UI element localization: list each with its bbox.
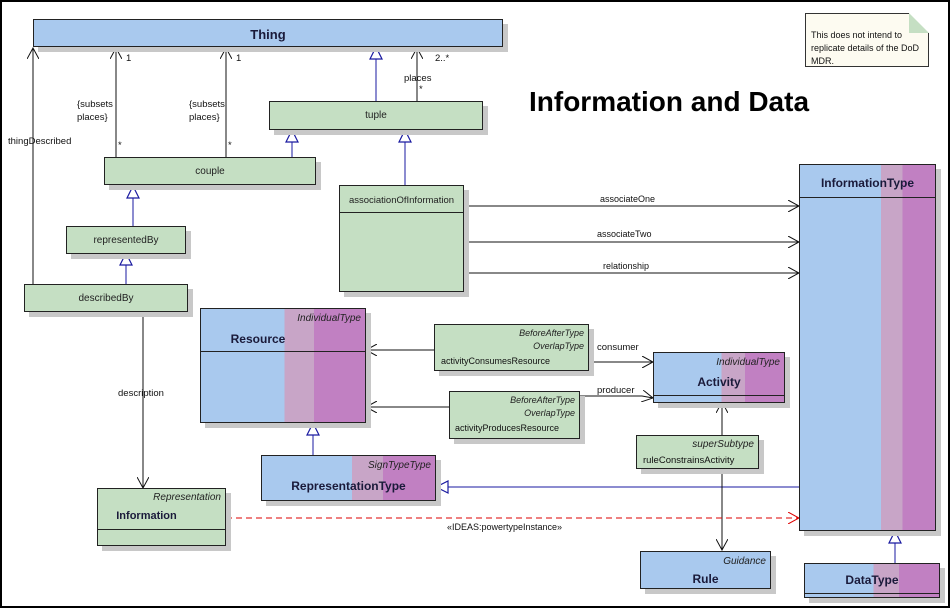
- class-resource[interactable]: IndividualType Resource: [200, 308, 366, 423]
- compartment-divider: [805, 593, 939, 594]
- note: This does not intend to replicate detail…: [805, 13, 929, 67]
- class-activity[interactable]: IndividualType Activity: [653, 352, 785, 403]
- label-associate-one: associateOne: [600, 194, 656, 204]
- compartment-divider: [201, 351, 365, 352]
- label-relationship: relationship: [603, 261, 650, 271]
- class-tuple[interactable]: tuple: [269, 101, 483, 130]
- label-mult-1b: 1: [236, 53, 242, 64]
- class-name: tuple: [365, 110, 387, 121]
- class-name: associationOfInformation: [348, 195, 455, 206]
- label-mult-2-many: 2..*: [435, 53, 450, 64]
- class-activity-produces-resource[interactable]: BeforeAfterType OverlapType activityProd…: [449, 391, 580, 439]
- note-text: This does not intend to replicate detail…: [811, 30, 920, 66]
- class-stereotype: IndividualType: [297, 313, 361, 324]
- label-thing-described: thingDescribed: [8, 136, 72, 147]
- class-activity-consumes-resource[interactable]: BeforeAfterType OverlapType activityCons…: [434, 324, 589, 371]
- label-associate-two: associateTwo: [597, 229, 652, 239]
- class-association-of-information[interactable]: associationOfInformation: [339, 185, 464, 292]
- label-powertype-instance: «IDEAS:powertypeInstance»: [447, 522, 563, 532]
- label-subsets-places-1: {subsets places}: [77, 99, 113, 123]
- class-name: ruleConstrainsActivity: [643, 455, 735, 466]
- label-subsets-places-2: {subsets places}: [189, 99, 225, 123]
- label-places-star: *: [419, 84, 423, 95]
- class-representation-type[interactable]: SignTypeType RepresentationType: [261, 455, 436, 501]
- class-represented-by[interactable]: representedBy: [66, 226, 186, 254]
- producer-line: [580, 396, 653, 398]
- compartment-divider: [654, 395, 784, 396]
- class-stereotype: Guidance: [723, 556, 766, 567]
- class-stereotype: BeforeAfterType: [510, 395, 575, 405]
- class-stereotype: OverlapType: [533, 341, 584, 351]
- class-name: Thing: [250, 27, 286, 42]
- class-name: InformationType: [820, 176, 915, 190]
- class-described-by[interactable]: describedBy: [24, 284, 188, 312]
- label-mult-star-b: *: [228, 140, 232, 151]
- class-information-type[interactable]: InformationType: [799, 164, 936, 531]
- class-rule[interactable]: Guidance Rule: [640, 551, 771, 589]
- label-consumer: consumer: [597, 342, 639, 353]
- label-mult-1a: 1: [126, 53, 132, 64]
- class-stereotype: SignTypeType: [368, 460, 431, 471]
- class-name: couple: [195, 166, 225, 177]
- class-thing[interactable]: Thing: [33, 19, 503, 47]
- class-name: activityConsumesResource: [441, 356, 551, 366]
- class-name: Information: [116, 510, 177, 522]
- class-information[interactable]: Representation Information: [97, 488, 226, 546]
- class-stereotype: IndividualType: [716, 357, 780, 368]
- class-name: RepresentationType: [291, 479, 406, 493]
- class-name: DataType: [845, 573, 899, 587]
- label-producer: producer: [597, 385, 635, 396]
- class-stereotype: BeforeAfterType: [519, 328, 584, 338]
- class-name: Activity: [697, 375, 741, 389]
- class-name: Resource: [230, 332, 286, 346]
- label-places: places: [404, 73, 432, 84]
- label-description: description: [118, 388, 164, 399]
- class-stereotype: Representation: [153, 492, 221, 503]
- class-name: describedBy: [78, 293, 134, 304]
- class-couple[interactable]: couple: [104, 157, 316, 185]
- class-stereotype: superSubtype: [692, 439, 754, 450]
- compartment-divider: [340, 212, 463, 213]
- compartment-divider: [98, 529, 225, 530]
- diagram-title: Information and Data: [529, 86, 810, 117]
- class-data-type[interactable]: DataType: [804, 563, 940, 598]
- class-name: representedBy: [93, 235, 159, 246]
- class-name: Rule: [692, 572, 719, 586]
- note-fold-icon: [909, 13, 929, 33]
- label-mult-star-a: *: [118, 140, 122, 151]
- class-rule-constrains-activity[interactable]: superSubtype ruleConstrainsActivity: [636, 435, 759, 469]
- compartment-divider: [800, 197, 935, 198]
- class-name: activityProducesResource: [455, 423, 560, 433]
- class-stereotype: OverlapType: [524, 408, 575, 418]
